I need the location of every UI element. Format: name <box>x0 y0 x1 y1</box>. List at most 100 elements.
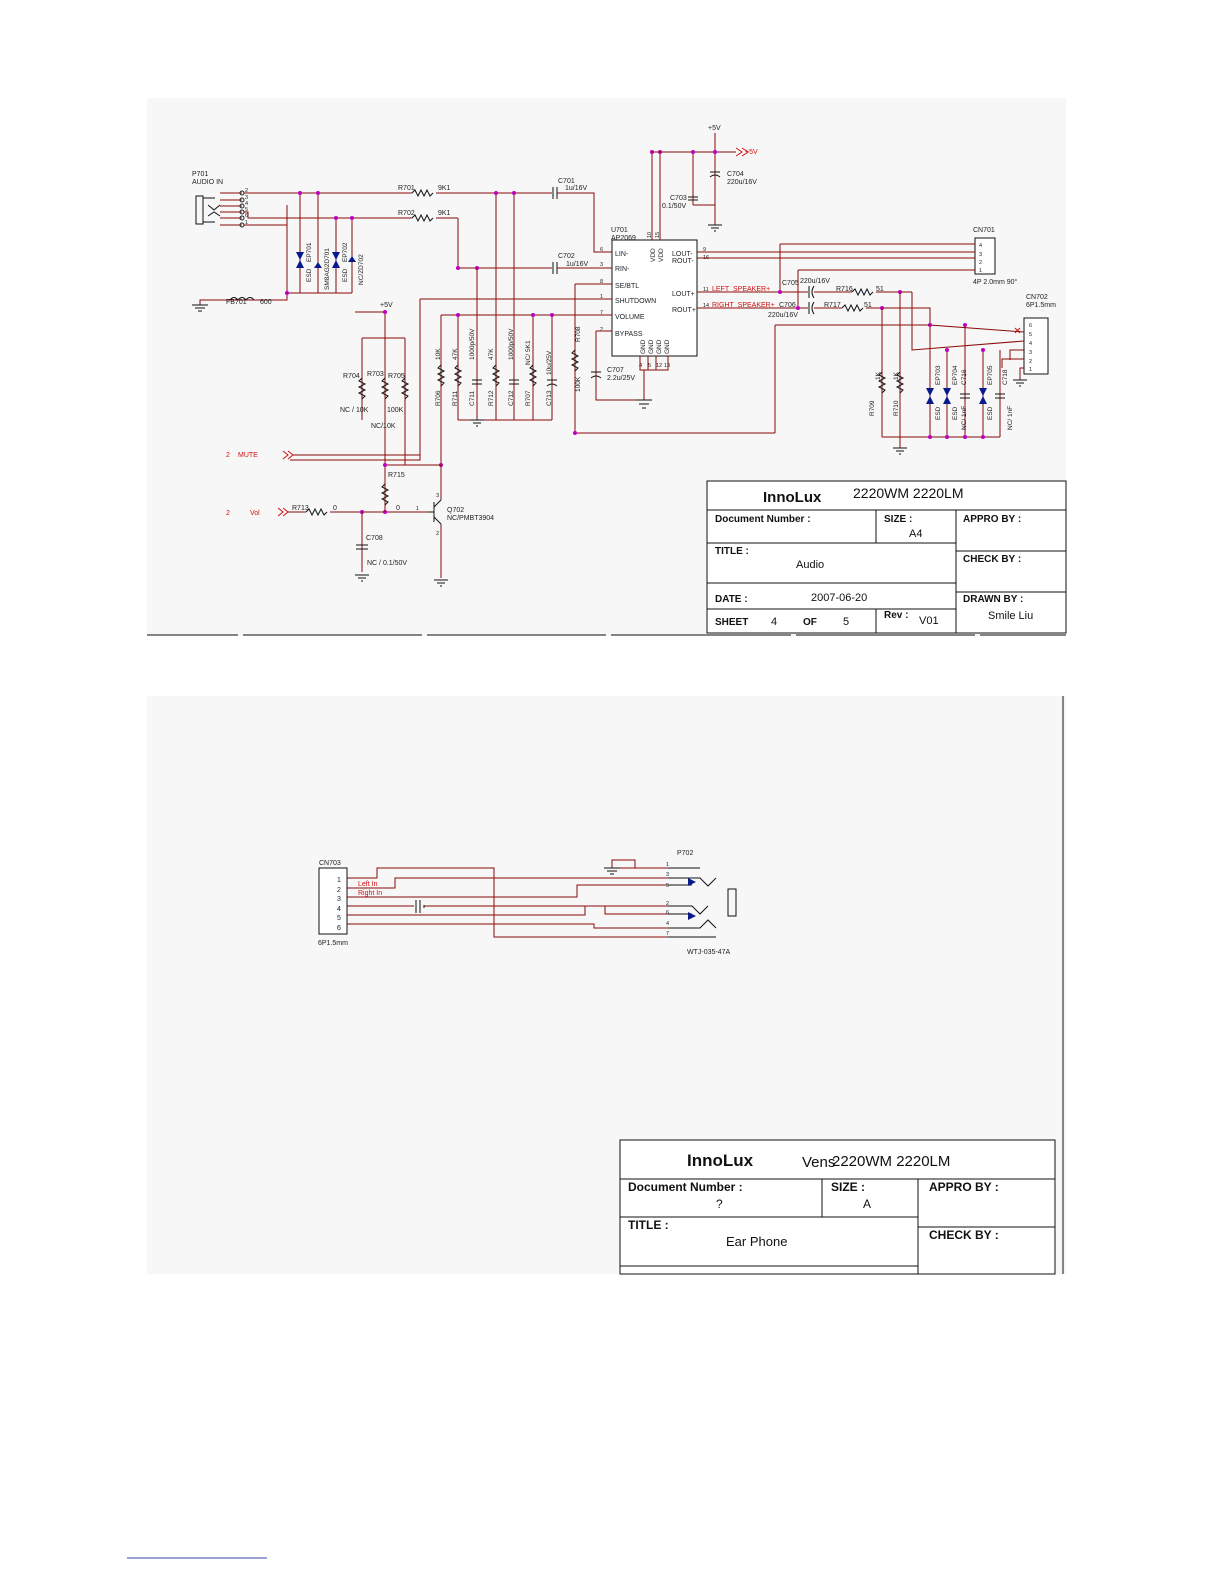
u701-pin-shutdown: SHUTDOWN <box>615 298 656 305</box>
tb2-docnum-value: ? <box>716 1197 723 1211</box>
q702-ref: Q702 <box>447 507 464 514</box>
r701-ref: R701 <box>398 185 415 192</box>
tb1-size-label: SIZE : <box>884 514 912 525</box>
ep703-diode: EP703 ESD <box>926 365 942 420</box>
svg-text:47K: 47K <box>488 348 495 360</box>
svg-text:1000p/50V: 1000p/50V <box>508 328 515 360</box>
ep705-diode: EP705 ESD <box>979 365 994 420</box>
r715-value: 0 <box>396 505 400 512</box>
svg-text:NC/ 1nF: NC/ 1nF <box>961 406 968 430</box>
svg-text:C707: C707 <box>607 367 624 374</box>
ep701-label: ESD <box>306 268 313 282</box>
u701-pin-gnd-4: GND <box>664 339 671 354</box>
svg-text:5: 5 <box>1029 332 1032 338</box>
svg-text:ESD: ESD <box>952 406 959 420</box>
svg-text:6: 6 <box>245 213 248 219</box>
vol-net: Vol <box>250 510 260 517</box>
c702-value: 1u/16V <box>566 261 589 268</box>
svg-text:1: 1 <box>666 862 669 868</box>
c705-ref: C705 <box>782 280 799 287</box>
svg-text:3: 3 <box>436 493 439 499</box>
u701-pin-lout-plus: LOUT+ <box>672 291 695 298</box>
cn702-ref: CN702 <box>1026 294 1048 301</box>
r713-value: 0 <box>333 505 337 512</box>
net-right-in: Right In <box>358 890 382 897</box>
svg-text:C713: C713 <box>546 390 553 406</box>
tb1-sheet-value: 4 <box>771 616 777 628</box>
svg-text:47K: 47K <box>452 348 459 360</box>
bias-network: +5V R704 NC / 10K R703 NC/10K R705 100K <box>340 302 442 500</box>
svg-text:6: 6 <box>600 247 603 253</box>
svg-text:2: 2 <box>666 901 669 907</box>
svg-text:1: 1 <box>245 220 248 226</box>
svg-text:2: 2 <box>337 887 341 894</box>
svg-text:4: 4 <box>666 921 669 927</box>
svg-text:R712: R712 <box>488 390 495 406</box>
tb2-brand: InnoLux <box>687 1151 754 1170</box>
svg-text:7: 7 <box>600 310 603 316</box>
c705-value: 220u/16V <box>800 278 830 285</box>
r705-ref: R705 <box>388 373 405 380</box>
u701-ic: U701 AP2069 LIN- RIN- SE/BTL SHUTDOWN VO… <box>600 227 709 369</box>
svg-text:C718: C718 <box>1002 369 1009 385</box>
svg-text:EP704: EP704 <box>952 365 959 385</box>
svg-text:7: 7 <box>666 931 669 937</box>
svg-text:2: 2 <box>1029 359 1032 365</box>
r712-resistor: 47K R712 <box>488 348 501 406</box>
svg-text:14: 14 <box>703 303 709 309</box>
bias-5v: +5V <box>380 302 393 309</box>
ep702-diode: EP702 ESD NC/ZD702 <box>332 242 365 285</box>
svg-text:C712: C712 <box>508 390 515 406</box>
tb1-date-label: DATE : <box>715 594 748 605</box>
svg-text:5: 5 <box>648 363 651 369</box>
r701-value: 9K1 <box>438 185 451 192</box>
svg-text:6: 6 <box>1029 323 1032 329</box>
r702-resistor: R702 9K1 <box>398 210 451 223</box>
svg-text:2: 2 <box>245 188 248 194</box>
tb1-model: 2220WM 2220LM <box>853 485 964 501</box>
svg-text:R708: R708 <box>575 326 582 342</box>
svg-text:1K: 1K <box>875 371 882 380</box>
r717-ref: R717 <box>824 302 841 309</box>
tb2-model: 2220WM 2220LM <box>832 1153 950 1170</box>
u701-pin-rin: RIN- <box>615 266 630 273</box>
svg-text:10u/25V: 10u/25V <box>546 350 553 375</box>
tb1-rev-label: Rev : <box>884 610 908 621</box>
sheet2-schematic: CN703 1 2 3 4 5 6 6P1.5mm Left In Right … <box>318 850 1056 1275</box>
cn702-desc: 6P1.5mm <box>1026 302 1056 309</box>
svg-text:11: 11 <box>703 287 709 293</box>
cn701-connector: CN701 4 3 2 1 4P 2.0mm 90° <box>973 227 1018 286</box>
svg-text:1: 1 <box>416 506 419 512</box>
tb1-title-value: Audio <box>796 559 824 571</box>
power-net-top: +5V <box>708 125 721 132</box>
u701-pin-vdd-2: VDD <box>658 248 665 262</box>
svg-text:R711: R711 <box>452 391 459 406</box>
c708-capacitor: C708 NC / 0.1/50V <box>355 512 407 582</box>
zd701-part: SM8AG2D701 <box>324 248 331 290</box>
tb1-sheet-label: SHEET <box>715 617 748 628</box>
svg-text:5: 5 <box>245 207 248 213</box>
svg-text:2: 2 <box>226 452 230 459</box>
tb2-size-value: A <box>863 1197 871 1211</box>
tb1-docnum-label: Document Number : <box>715 514 811 525</box>
tb2-title-label: TITLE : <box>628 1218 669 1232</box>
c706-ref: C706 <box>779 302 796 309</box>
fb701-ferrite: FB701 600 <box>192 297 272 312</box>
r717-value: 51 <box>864 302 872 309</box>
r703-ref: R703 <box>367 371 384 378</box>
c713-capacitor: 10u/25V C713 <box>546 350 558 406</box>
tb1-size-value: A4 <box>909 528 922 540</box>
r713-ref: R713 <box>292 505 309 512</box>
svg-text:NC/ 1nF: NC/ 1nF <box>1007 406 1014 430</box>
p702-jack: P702 1 3 5 2 6 4 7 WTJ-035-47A <box>666 850 737 956</box>
svg-text:1: 1 <box>600 294 603 300</box>
u701-pin-volume: VOLUME <box>615 314 645 321</box>
tb1-appro-label: APPRO BY : <box>963 514 1021 525</box>
svg-text:8: 8 <box>600 279 603 285</box>
svg-text:R706: R706 <box>435 390 442 406</box>
mute-port: 2 MUTE <box>226 450 420 460</box>
sheet1-schematic: P701 AUDIO IN 23 45 61 <box>147 125 1067 636</box>
tb2-check-label: CHECK BY : <box>929 1228 999 1242</box>
c707-capacitor: C707 2.2u/25V <box>590 367 635 382</box>
